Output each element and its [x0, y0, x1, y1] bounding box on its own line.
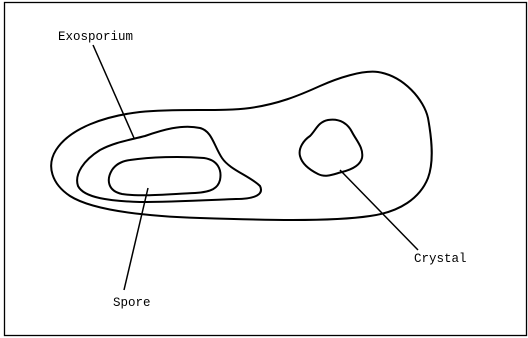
crystal-outline — [300, 120, 363, 176]
spore-core-outline — [109, 157, 221, 195]
crystal-label: Crystal — [414, 252, 467, 266]
spore-leader-line — [124, 188, 148, 290]
spore-coat-outline — [77, 127, 261, 202]
spore-label: Spore — [113, 296, 151, 310]
crystal-leader-line — [340, 170, 418, 250]
exosporium-label: Exosporium — [58, 30, 133, 44]
figure-border — [5, 3, 527, 336]
exosporium-leader-line — [93, 45, 134, 138]
